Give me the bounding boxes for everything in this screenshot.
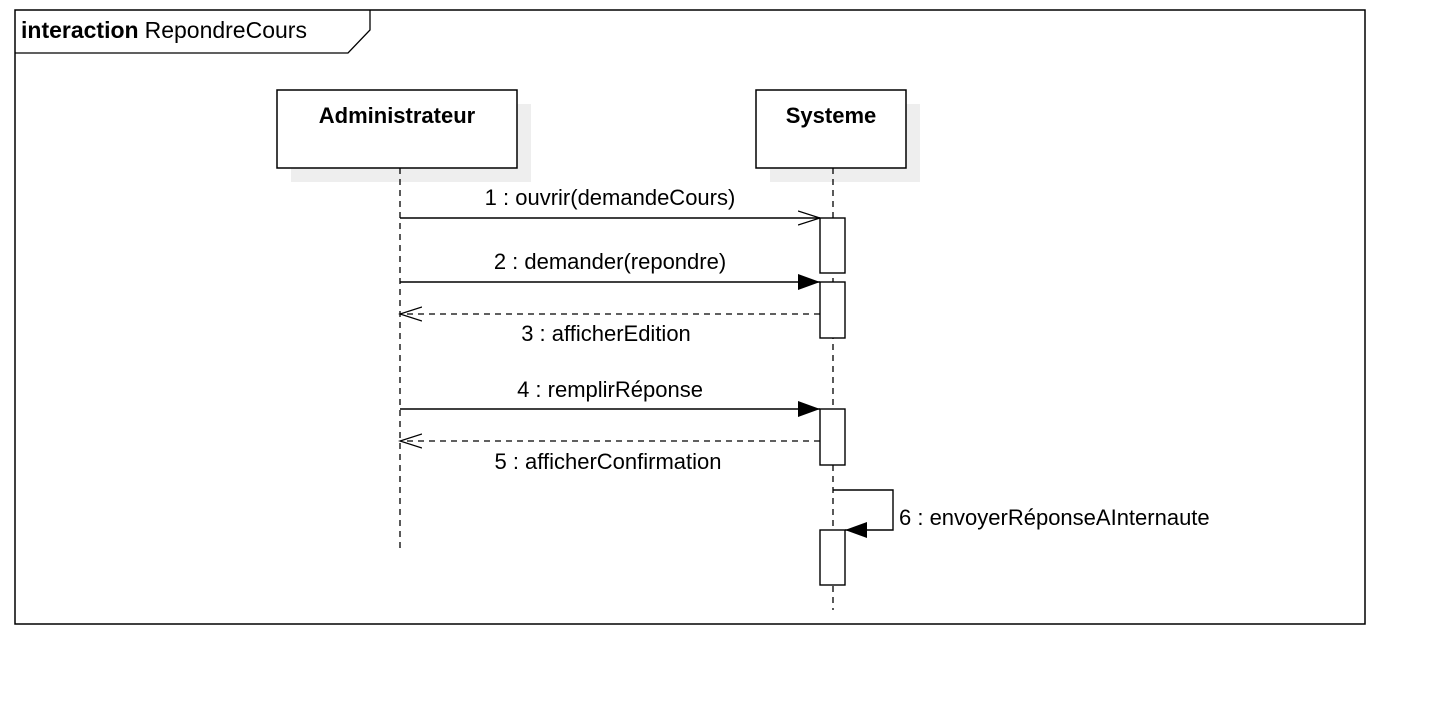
lifeline-name: Administrateur bbox=[319, 103, 476, 128]
lifeline-head bbox=[276, 89, 518, 169]
message-arrow bbox=[833, 489, 894, 538]
message-5: 5 : afficherConfirmation bbox=[400, 441, 820, 474]
activation-bars bbox=[819, 217, 846, 586]
lifeline-administrateur: Administrateur bbox=[276, 89, 531, 548]
activation-bar bbox=[819, 217, 846, 274]
message-label: 2 : demander(repondre) bbox=[494, 249, 726, 274]
message-label: 3 : afficherEdition bbox=[521, 321, 691, 346]
message-6: 6 : envoyerRéponseAInternaute bbox=[833, 489, 1210, 538]
message-2: 2 : demander(repondre) bbox=[400, 249, 820, 290]
frame-keyword: interaction bbox=[21, 17, 139, 43]
message-1: 1 : ouvrir(demandeCours) bbox=[400, 185, 820, 218]
lifeline-head bbox=[755, 89, 907, 169]
frame-name: RepondreCours bbox=[145, 17, 307, 43]
message-label: 6 : envoyerRéponseAInternaute bbox=[899, 505, 1210, 530]
message-3: 3 : afficherEdition bbox=[400, 314, 820, 346]
message-label: 5 : afficherConfirmation bbox=[494, 449, 721, 474]
message-4: 4 : remplirRéponse bbox=[400, 377, 820, 417]
message-label: 4 : remplirRéponse bbox=[517, 377, 703, 402]
activation-bar bbox=[819, 408, 846, 466]
lifeline-name: Systeme bbox=[786, 103, 877, 128]
activation-bar bbox=[819, 281, 846, 339]
lifeline-systeme: Systeme bbox=[755, 89, 920, 610]
activation-bar bbox=[819, 529, 846, 586]
message-label: 1 : ouvrir(demandeCours) bbox=[485, 185, 736, 210]
